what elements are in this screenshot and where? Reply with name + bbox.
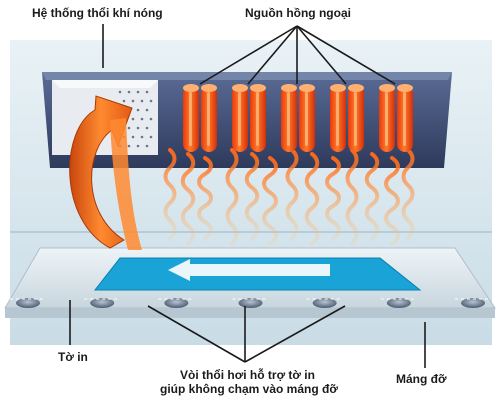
heat-wave — [345, 148, 359, 246]
air-nozzle — [455, 298, 491, 308]
heat-waves — [163, 148, 415, 246]
vent-hole — [127, 144, 131, 148]
vent-hole — [149, 135, 153, 139]
leader-lamp-4 — [296, 25, 347, 85]
vent-hole — [131, 99, 135, 103]
air-nozzle — [10, 298, 46, 308]
label-infrared-source: Nguồn hồng ngoại — [245, 6, 351, 20]
air-nozzle — [232, 298, 269, 308]
heat-wave — [225, 148, 239, 246]
air-nozzle — [84, 298, 121, 308]
infrared-lamp — [232, 84, 266, 152]
vent-hole — [136, 108, 140, 112]
infrared-lamp — [330, 84, 364, 152]
blower-vent-holes — [118, 90, 153, 148]
infrared-lamps — [183, 84, 413, 152]
vent-hole — [136, 144, 140, 148]
vent-hole — [140, 117, 144, 121]
heat-wave — [163, 148, 177, 240]
vent-hole — [118, 90, 122, 94]
heat-wave — [197, 156, 213, 240]
vent-hole — [127, 90, 131, 94]
heat-wave — [262, 156, 278, 246]
leader-lines — [69, 24, 426, 368]
air-nozzle — [306, 298, 343, 308]
vent-hole — [136, 90, 140, 94]
vent-hole — [140, 135, 144, 139]
label-support-tray: Máng đỡ — [396, 372, 447, 386]
heat-wave — [180, 152, 196, 246]
vent-hole — [149, 117, 153, 121]
housing-top-lip — [42, 72, 452, 80]
label-air-nozzles-line1: Vòi thổi hơi hỗ trợ tờ in — [180, 368, 315, 382]
vent-hole — [149, 99, 153, 103]
heat-wave — [285, 148, 299, 240]
label-air-nozzles-line2: giúp không chạm vào máng đỡ — [160, 382, 338, 396]
leader-lamp-1 — [199, 25, 298, 85]
leader-nozzle-1 — [147, 305, 246, 363]
vent-hole — [131, 117, 135, 121]
heat-wave — [325, 156, 341, 240]
leader-nozzle-3 — [244, 305, 346, 363]
infrared-lamp — [281, 84, 315, 152]
support-tray-edge — [5, 308, 495, 318]
leader-lamp-2 — [247, 25, 298, 85]
infrared-lamp — [379, 84, 413, 152]
hot-air-flow-ribbon — [110, 118, 142, 250]
infrared-lamp — [183, 84, 217, 152]
vent-hole — [122, 99, 126, 103]
heat-wave — [244, 152, 260, 240]
vent-hole — [145, 126, 149, 130]
vent-hole — [145, 144, 149, 148]
air-nozzle — [158, 298, 195, 308]
vent-hole — [145, 90, 149, 94]
air-nozzle — [380, 298, 417, 308]
label-hot-air-system: Hệ thống thổi khí nóng — [32, 6, 163, 20]
label-print-sheet: Tờ in — [58, 350, 88, 364]
heat-wave — [384, 156, 400, 246]
vent-hole — [127, 126, 131, 130]
heat-wave — [401, 148, 415, 240]
leader-lamp-5 — [296, 25, 396, 85]
air-nozzles — [10, 298, 491, 308]
sheet-direction-arrow — [168, 259, 330, 281]
heat-wave — [304, 152, 320, 246]
vent-hole — [136, 126, 140, 130]
label-air-nozzles: Vòi thổi hơi hỗ trợ tờ in giúp không chạ… — [160, 368, 338, 396]
heat-wave — [364, 152, 380, 240]
vent-hole — [140, 99, 144, 103]
vent-hole — [131, 135, 135, 139]
vent-hole — [145, 108, 149, 112]
